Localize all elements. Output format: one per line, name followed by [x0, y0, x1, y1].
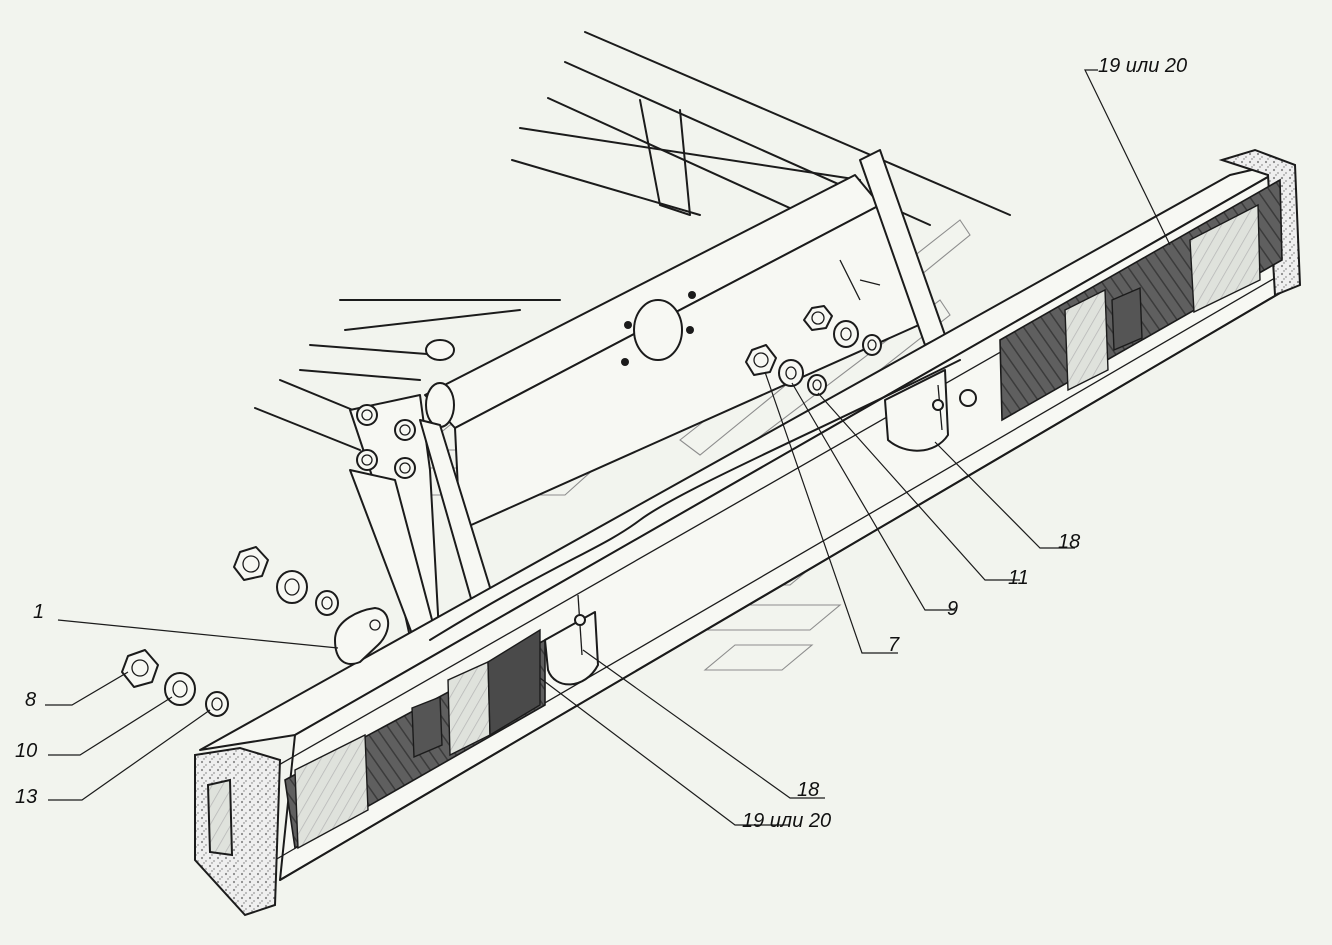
rear-bumper-beam [194, 148, 1302, 917]
fasteners-upper-left [233, 546, 339, 616]
callout-19-bottom: 19 или 20 [742, 810, 831, 832]
callout-11: 11 [1008, 567, 1029, 589]
fasteners-upper-right [803, 305, 882, 356]
callout-19-top: 19 или 20 [1098, 55, 1187, 77]
mounting-bracket-bottom [544, 594, 599, 686]
mounting-bracket-right [884, 369, 977, 452]
callout-18-right: 18 [1058, 531, 1080, 553]
rear-lamp-right [999, 178, 1283, 422]
callout-8: 8 [25, 689, 36, 711]
bolt-heads-left [356, 404, 416, 479]
leader-lines [45, 69, 1171, 826]
callout-7: 7 [888, 634, 900, 656]
vehicle-frame [254, 31, 1011, 661]
callout-labels: 1 8 10 13 18 19 или 20 7 9 11 18 19 или … [15, 55, 1187, 832]
callout-18-bottom: 18 [797, 779, 819, 801]
callout-9: 9 [947, 598, 958, 620]
callout-10: 10 [15, 740, 37, 762]
end-cap-left [194, 746, 282, 917]
callout-1: 1 [33, 601, 44, 623]
callout-13: 13 [15, 786, 37, 808]
fasteners-middle [745, 344, 827, 396]
fasteners-lower-left [121, 649, 229, 717]
item-1-plate [334, 607, 390, 665]
rear-lamp-left [284, 628, 546, 850]
